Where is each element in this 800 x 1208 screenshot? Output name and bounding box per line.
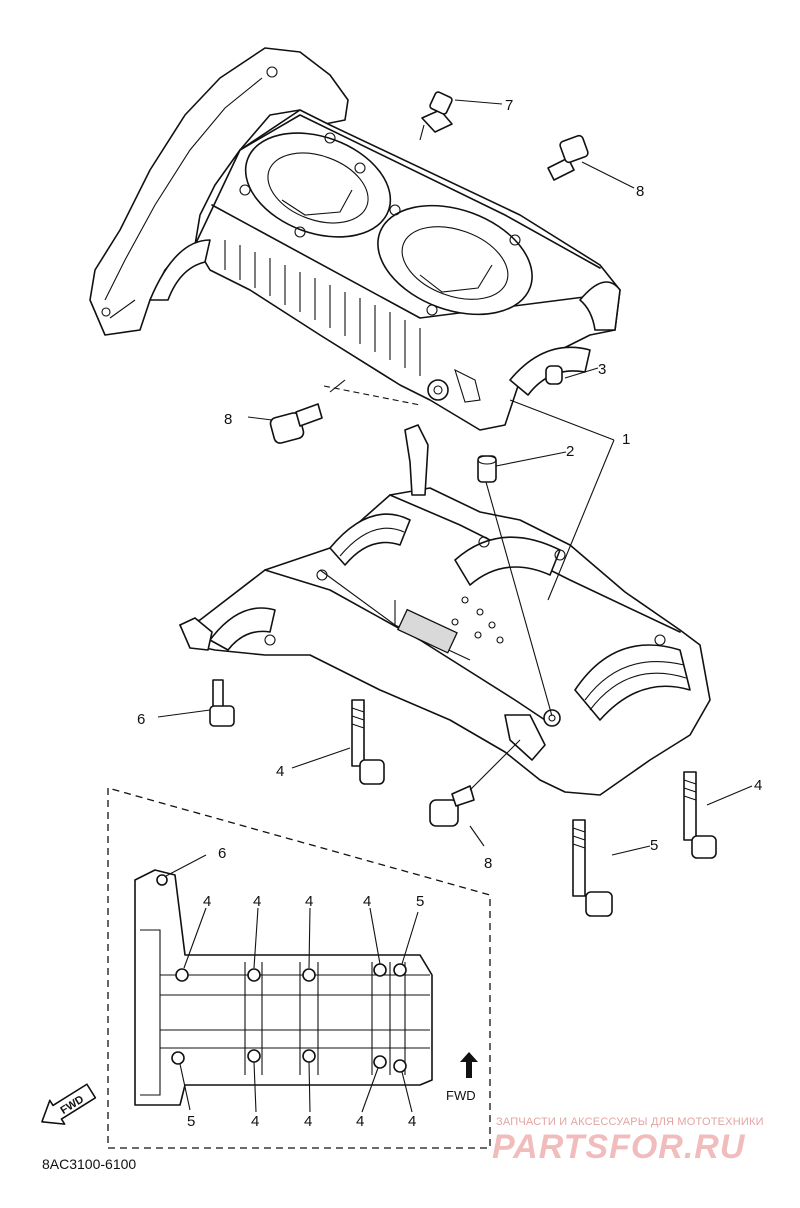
callout-8-top: 8 bbox=[636, 183, 644, 200]
part-3-dowel bbox=[545, 365, 563, 385]
callout-6: 6 bbox=[137, 711, 145, 728]
part-8-bolt-top bbox=[547, 134, 589, 181]
callout-4-left: 4 bbox=[276, 763, 284, 780]
callout-7: 7 bbox=[505, 97, 513, 114]
fwd-label: FWD bbox=[446, 1088, 476, 1103]
callout-2: 2 bbox=[566, 443, 574, 460]
part-4-stud-right bbox=[683, 771, 717, 859]
leader-lines bbox=[157, 99, 753, 856]
inset-callout-6: 6 bbox=[218, 845, 226, 862]
part-6-bolt bbox=[209, 679, 235, 727]
part-2-collar bbox=[477, 455, 497, 483]
inset-callout-4-7: 4 bbox=[356, 1113, 364, 1130]
part-7-plug bbox=[419, 91, 453, 141]
inset-callout-4-1: 4 bbox=[203, 893, 211, 910]
callout-5: 5 bbox=[650, 837, 658, 854]
callout-1: 1 bbox=[622, 431, 630, 448]
callout-8-mid: 8 bbox=[224, 411, 232, 428]
part-8-bolt-bottom bbox=[429, 785, 475, 827]
inset-callout-4-4: 4 bbox=[363, 893, 371, 910]
upper-crankcase bbox=[89, 47, 621, 431]
figure-code: 8AC3100-6100 bbox=[42, 1156, 137, 1172]
watermark-logo: PARTSFOR.RU bbox=[492, 1128, 746, 1166]
inset-bottom-view bbox=[107, 787, 491, 1149]
lower-crankcase bbox=[179, 424, 711, 796]
part-4-stud-left bbox=[351, 699, 385, 785]
inset-callout-4-2: 4 bbox=[253, 893, 261, 910]
inset-callout-5-bottom: 5 bbox=[187, 1113, 195, 1130]
inset-callout-4-6: 4 bbox=[304, 1113, 312, 1130]
part-5-stud bbox=[572, 819, 613, 917]
callout-numbers: 1 2 3 4 4 5 6 7 8 8 8 6 4 4 4 4 5 5 4 4 … bbox=[137, 97, 762, 1130]
watermark-subtitle: ЗАПЧАСТИ И АКСЕССУАРЫ ДЛЯ МОТОТЕХНИКИ bbox=[496, 1116, 764, 1128]
callout-3: 3 bbox=[598, 361, 606, 378]
inset-callout-4-8: 4 bbox=[408, 1113, 416, 1130]
callout-8-bottom: 8 bbox=[484, 855, 492, 872]
part-8-bolt-mid bbox=[269, 403, 323, 444]
callout-4-right: 4 bbox=[754, 777, 762, 794]
inset-callout-5-top: 5 bbox=[416, 893, 424, 910]
inset-callout-4-3: 4 bbox=[305, 893, 313, 910]
fwd-arrow-icon: FWD bbox=[41, 1083, 97, 1125]
inset-callout-4-5: 4 bbox=[251, 1113, 259, 1130]
